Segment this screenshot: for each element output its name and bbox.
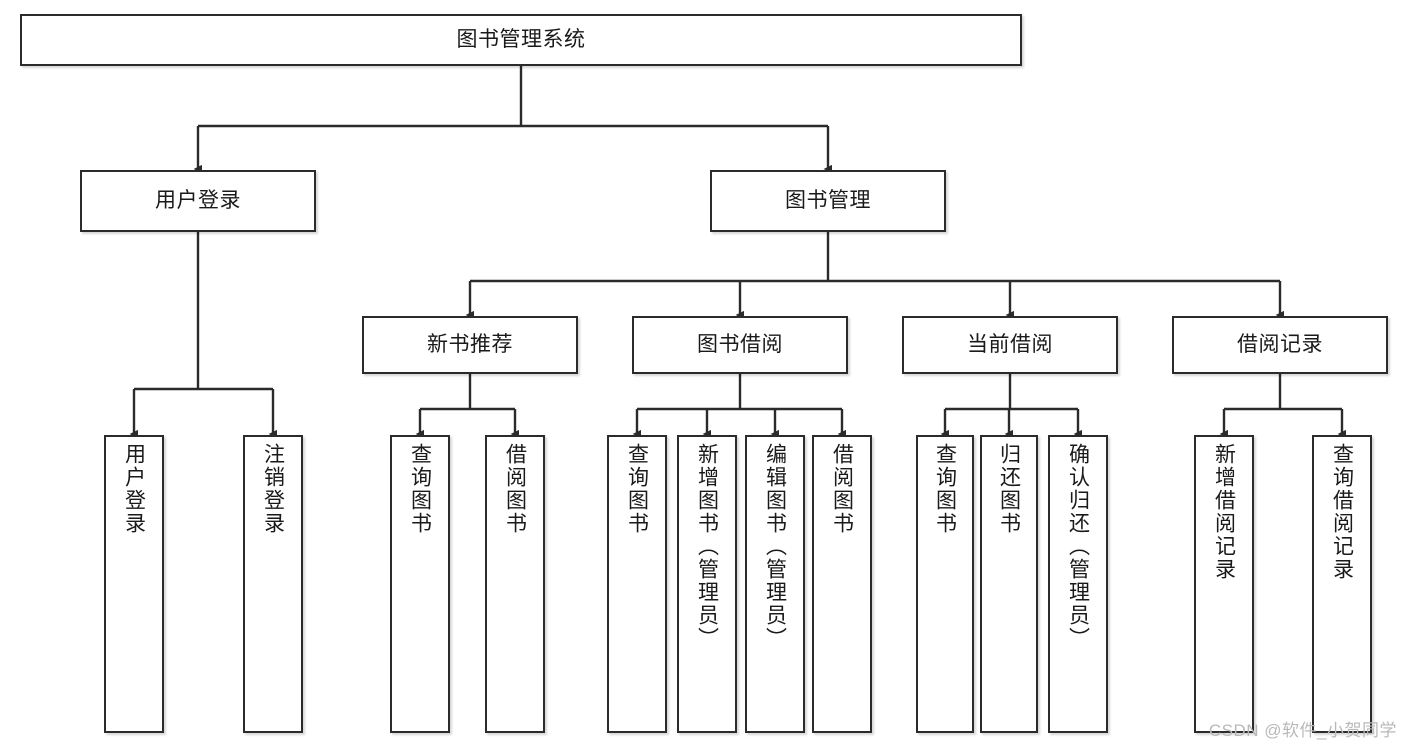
node-borrow-record[interactable]: 借阅记录 bbox=[1172, 316, 1388, 374]
leaf-edit-book-label: 编辑图书（管理员） bbox=[763, 443, 787, 650]
leaf-borrow-book-label: 借阅图书 bbox=[830, 443, 854, 535]
node-book-manage[interactable]: 图书管理 bbox=[710, 170, 946, 232]
leaf-add-book-label: 新增图书（管理员） bbox=[695, 443, 719, 650]
leaf-logout[interactable]: 注销登录 bbox=[243, 435, 303, 733]
node-user-login[interactable]: 用户登录 bbox=[80, 170, 316, 232]
leaf-user-login[interactable]: 用户登录 bbox=[104, 435, 164, 733]
node-new-book-recommend-label: 新书推荐 bbox=[427, 333, 513, 357]
node-current-borrow[interactable]: 当前借阅 bbox=[902, 316, 1118, 374]
leaf-edit-book[interactable]: 编辑图书（管理员） bbox=[745, 435, 805, 733]
node-book-borrow-label: 图书借阅 bbox=[697, 333, 783, 357]
leaf-add-borrow-record-label: 新增借阅记录 bbox=[1212, 443, 1236, 581]
leaf-return-book-label: 归还图书 bbox=[997, 443, 1021, 535]
leaf-query-book-current-label: 查询图书 bbox=[933, 443, 957, 535]
leaf-query-borrow-record[interactable]: 查询借阅记录 bbox=[1312, 435, 1372, 733]
leaf-add-borrow-record[interactable]: 新增借阅记录 bbox=[1194, 435, 1254, 733]
leaf-query-book-borrow[interactable]: 查询图书 bbox=[607, 435, 667, 733]
leaf-return-book[interactable]: 归还图书 bbox=[980, 435, 1038, 733]
node-book-manage-label: 图书管理 bbox=[785, 189, 871, 213]
leaf-borrow-book-recommend-label: 借阅图书 bbox=[503, 443, 527, 535]
leaf-query-book-recommend-label: 查询图书 bbox=[408, 443, 432, 535]
node-borrow-record-label: 借阅记录 bbox=[1237, 333, 1323, 357]
leaf-query-book-current[interactable]: 查询图书 bbox=[916, 435, 974, 733]
leaf-logout-label: 注销登录 bbox=[261, 443, 285, 535]
leaf-borrow-book[interactable]: 借阅图书 bbox=[812, 435, 872, 733]
node-root[interactable]: 图书管理系统 bbox=[20, 14, 1022, 66]
node-book-borrow[interactable]: 图书借阅 bbox=[632, 316, 848, 374]
leaf-query-book-recommend[interactable]: 查询图书 bbox=[390, 435, 450, 733]
leaf-query-book-borrow-label: 查询图书 bbox=[625, 443, 649, 535]
node-user-login-label: 用户登录 bbox=[155, 189, 241, 213]
node-current-borrow-label: 当前借阅 bbox=[967, 333, 1053, 357]
node-new-book-recommend[interactable]: 新书推荐 bbox=[362, 316, 578, 374]
node-root-label: 图书管理系统 bbox=[456, 28, 586, 52]
leaf-confirm-return[interactable]: 确认归还（管理员） bbox=[1048, 435, 1108, 733]
leaf-confirm-return-label: 确认归还（管理员） bbox=[1066, 443, 1090, 650]
watermark: CSDN @软件_小贺同学 bbox=[1208, 721, 1397, 740]
leaf-add-book[interactable]: 新增图书（管理员） bbox=[677, 435, 737, 733]
leaf-borrow-book-recommend[interactable]: 借阅图书 bbox=[485, 435, 545, 733]
leaf-user-login-label: 用户登录 bbox=[122, 443, 146, 535]
leaf-query-borrow-record-label: 查询借阅记录 bbox=[1330, 443, 1354, 581]
